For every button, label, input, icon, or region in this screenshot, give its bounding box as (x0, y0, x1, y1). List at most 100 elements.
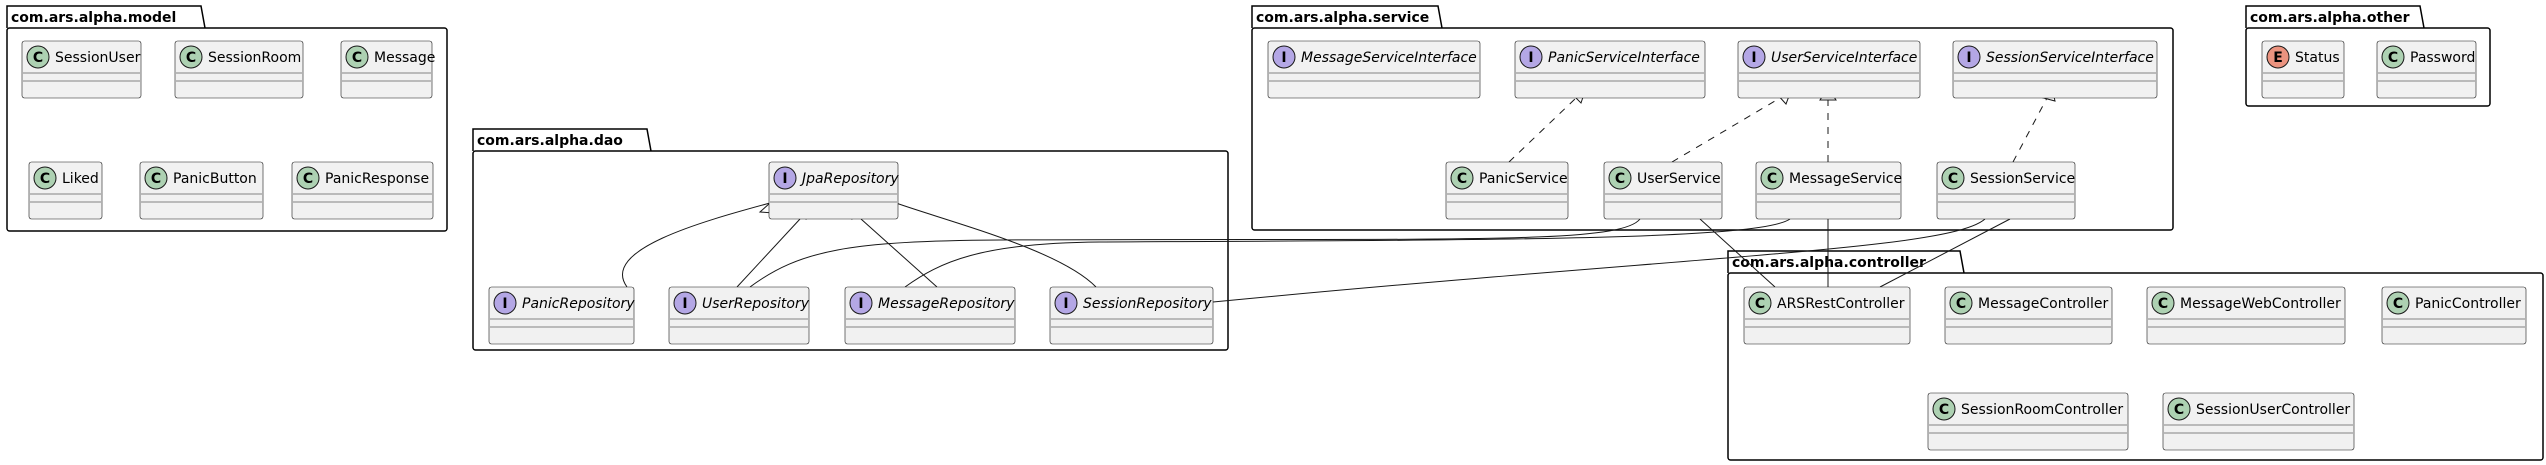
class-box-message-web-controller[interactable]: C MessageWebController (2146, 286, 2346, 345)
class-name: PanicRepository (522, 296, 635, 312)
svg-text:C: C (1767, 171, 1777, 187)
relation-message-service-to-message-repository (904, 218, 1791, 288)
class-box-status[interactable]: E Status (2261, 40, 2345, 99)
class-stereotype-icon: C (144, 166, 168, 190)
class-name: SessionRoom (208, 50, 301, 66)
class-stereotype-icon: C (1450, 166, 1474, 190)
interface-stereotype-icon: I (1054, 291, 1078, 315)
svg-text:E: E (2273, 50, 2283, 66)
class-name: ARSRestController (1777, 296, 1905, 312)
svg-text:I: I (782, 171, 787, 187)
class-name: Status (2295, 50, 2340, 66)
class-stereotype-icon: C (1748, 291, 1772, 315)
class-name: UserServiceInterface (1771, 50, 1917, 66)
svg-text:C: C (2393, 296, 2403, 312)
class-box-message-repository[interactable]: I MessageRepository (844, 286, 1016, 345)
svg-text:C: C (1457, 171, 1467, 187)
class-name: Liked (62, 171, 99, 187)
svg-text:C: C (1755, 296, 1765, 312)
class-name: PanicController (2415, 296, 2521, 312)
class-box-session-room[interactable]: C SessionRoom (174, 40, 304, 99)
class-box-password[interactable]: C Password (2376, 40, 2477, 99)
interface-stereotype-icon: I (1742, 45, 1766, 69)
class-box-message[interactable]: C Message (340, 40, 435, 99)
class-name: SessionUserController (2196, 402, 2350, 418)
class-box-session-user-controller[interactable]: C SessionUserController (2162, 392, 2355, 451)
class-name: SessionServiceInterface (1986, 50, 2154, 66)
svg-text:C: C (1939, 402, 1949, 418)
class-stereotype-icon: C (1608, 166, 1632, 190)
class-box-session-repository[interactable]: I SessionRepository (1049, 286, 1214, 345)
package-title: com.ars.alpha.service (1256, 10, 1429, 26)
svg-text:C: C (33, 50, 43, 66)
svg-text:I: I (1966, 50, 1971, 66)
svg-text:C: C (1956, 296, 1966, 312)
package-title: com.ars.alpha.controller (1732, 255, 1926, 271)
svg-text:I: I (1751, 50, 1756, 66)
svg-text:C: C (352, 50, 362, 66)
class-name: JpaRepository (799, 171, 899, 187)
class-stereotype-icon: C (2386, 291, 2410, 315)
class-name: PanicButton (173, 171, 257, 187)
class-stereotype-icon: C (1932, 397, 1956, 421)
svg-text:I: I (1281, 50, 1286, 66)
class-box-panic-controller[interactable]: C PanicController (2381, 286, 2527, 345)
class-stereotype-icon: C (296, 166, 320, 190)
class-box-panic-button[interactable]: C PanicButton (139, 161, 264, 220)
class-box-liked[interactable]: C Liked (28, 161, 103, 220)
class-name: UserService (1637, 171, 1721, 187)
package-dao: com.ars.alpha.dao (472, 128, 1229, 351)
svg-text:I: I (858, 296, 863, 312)
interface-stereotype-icon: I (1272, 45, 1296, 69)
class-name: PanicServiceInterface (1548, 50, 1700, 66)
class-box-message-service[interactable]: C MessageService (1755, 161, 1902, 220)
class-name: SessionService (1970, 171, 2075, 187)
class-stereotype-icon: C (33, 166, 57, 190)
class-name: Password (2410, 50, 2475, 66)
svg-text:C: C (186, 50, 196, 66)
interface-stereotype-icon: I (849, 291, 873, 315)
relation-session-service-to-arsrest-controller (1879, 218, 2011, 288)
svg-text:C: C (2388, 50, 2398, 66)
class-name: SessionUser (55, 50, 141, 66)
relation-user-service-to-arsrest-controller (1699, 218, 1776, 288)
class-box-arsrest-controller[interactable]: C ARSRestController (1743, 286, 1911, 345)
class-box-session-service[interactable]: C SessionService (1936, 161, 2076, 220)
class-box-panic-service-interface[interactable]: I PanicServiceInterface (1514, 40, 1706, 99)
class-box-jpa-repository[interactable]: I JpaRepository (768, 161, 899, 220)
class-name: MessageService (1789, 171, 1902, 187)
interface-stereotype-icon: I (1519, 45, 1543, 69)
package-controller: com.ars.alpha.controller (1727, 250, 2544, 461)
class-box-user-service[interactable]: C UserService (1603, 161, 1723, 220)
class-box-panic-repository[interactable]: I PanicRepository (488, 286, 635, 345)
interface-stereotype-icon: I (773, 166, 797, 190)
svg-text:I: I (502, 296, 507, 312)
class-box-user-service-interface[interactable]: I UserServiceInterface (1737, 40, 1921, 99)
class-name: SessionRepository (1083, 296, 1212, 312)
interface-stereotype-icon: I (673, 291, 697, 315)
svg-text:C: C (2158, 296, 2168, 312)
class-name: Message (374, 50, 435, 66)
package-title: com.ars.alpha.model (11, 10, 176, 26)
class-stereotype-icon: C (2167, 397, 2191, 421)
class-name: MessageRepository (878, 296, 1015, 312)
enum-stereotype-icon: E (2266, 45, 2290, 69)
interface-stereotype-icon: I (1957, 45, 1981, 69)
svg-text:I: I (1063, 296, 1068, 312)
class-stereotype-icon: C (2151, 291, 2175, 315)
class-stereotype-icon: C (26, 45, 50, 69)
class-box-session-service-interface[interactable]: I SessionServiceInterface (1952, 40, 2158, 99)
class-box-session-user[interactable]: C SessionUser (21, 40, 142, 99)
interface-stereotype-icon: I (493, 291, 517, 315)
class-stereotype-icon: C (1941, 166, 1965, 190)
class-name: MessageWebController (2180, 296, 2341, 312)
relation-user-service-to-user-repository (749, 218, 1641, 288)
svg-text:C: C (1615, 171, 1625, 187)
